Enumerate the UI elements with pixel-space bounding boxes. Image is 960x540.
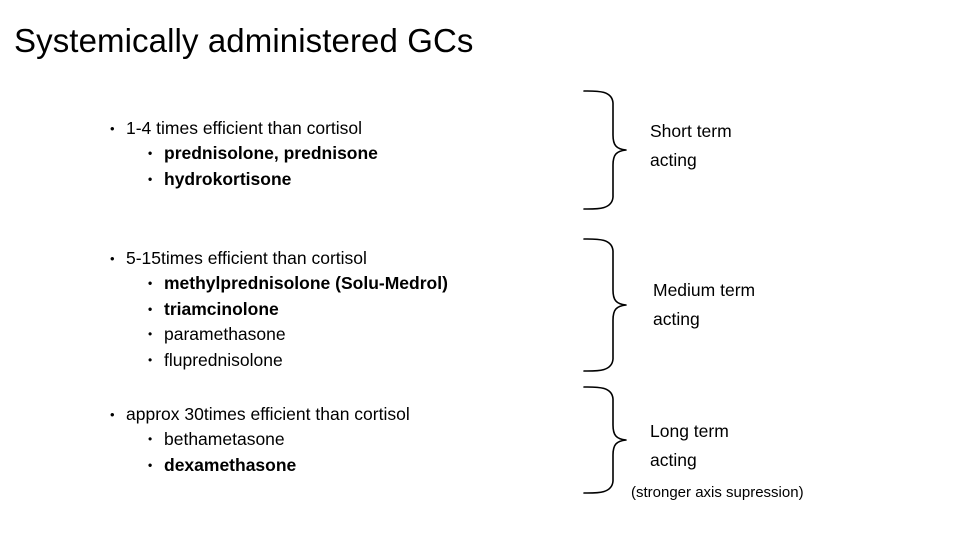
drug-list-short: prednisolone, prednisone hydrokortisone [108,141,578,192]
category-label-medium-line2: acting [653,309,700,329]
category-label-short-line1: Short term [650,121,732,141]
curly-brace-icon-medium [582,236,628,374]
list-item: hydrokortisone [148,167,578,193]
drug-list-medium: methylprednisolone (Solu-Medrol) triamci… [108,271,578,373]
axis-suppression-note: (stronger axis supression) [631,484,804,501]
curly-brace-icon-short [582,88,628,212]
category-label-long-line1: Long term [650,421,729,441]
list-item: prednisolone, prednisone [148,141,578,167]
category-label-long: Long term acting [650,417,729,475]
group-heading-short: 1-4 times efficient than cortisol [108,116,578,141]
group-heading-medium: 5-15times efficient than cortisol [108,246,578,271]
list-item: dexamethasone [148,453,578,479]
category-label-short-line2: acting [650,150,697,170]
list-item: bethametasone [148,427,578,453]
bullet-group-short: 1-4 times efficient than cortisol predni… [108,116,578,192]
page-title: Systemically administered GCs [14,22,474,59]
bullet-group-long: approx 30times efficient than cortisol b… [108,402,578,478]
list-item: methylprednisolone (Solu-Medrol) [148,271,578,297]
category-label-short: Short term acting [650,117,732,175]
bullet-group-medium: 5-15times efficient than cortisol methyl… [108,246,578,373]
list-item: fluprednisolone [148,348,578,374]
category-label-long-line2: acting [650,450,697,470]
drug-list-long: bethametasone dexamethasone [108,427,578,478]
list-item: triamcinolone [148,297,578,323]
category-label-medium: Medium term acting [653,276,755,334]
curly-brace-icon-long [582,384,628,496]
category-label-medium-line1: Medium term [653,280,756,300]
group-heading-long: approx 30times efficient than cortisol [108,402,578,427]
list-item: paramethasone [148,322,578,348]
